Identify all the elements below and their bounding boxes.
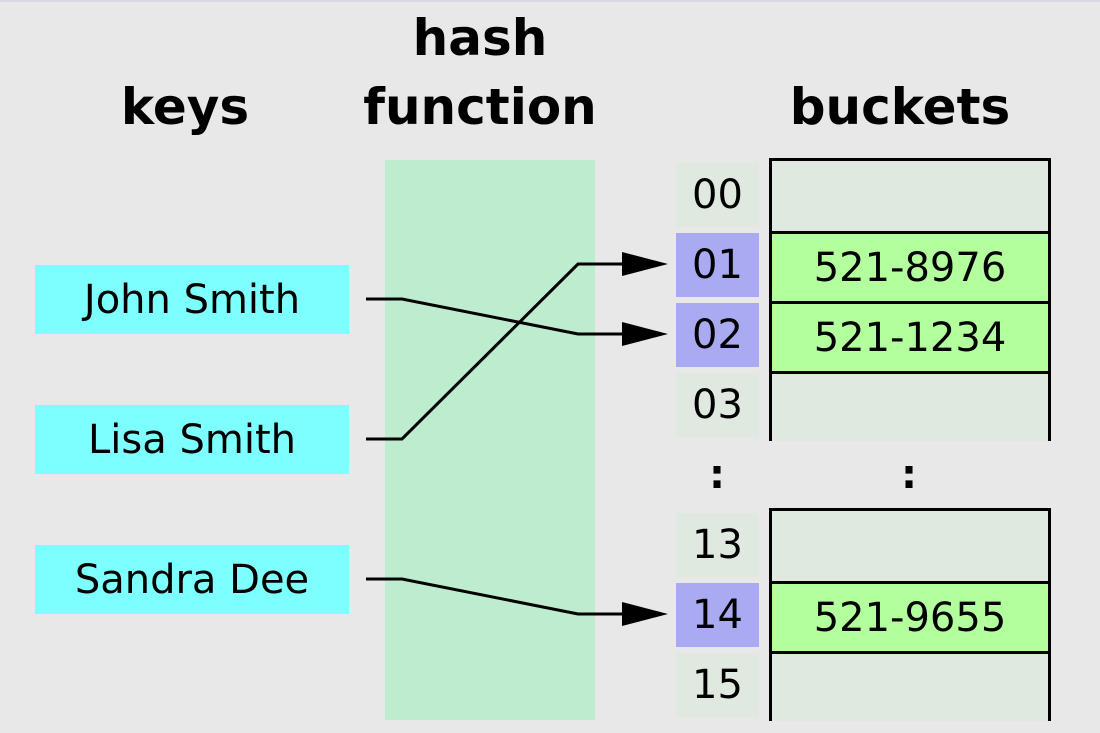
bucket-03: [772, 371, 1048, 441]
bucket-14: 521-9655: [772, 581, 1048, 651]
bucket-13: [772, 511, 1048, 581]
keys-heading: keys: [120, 78, 250, 136]
index-14: 14: [676, 583, 759, 647]
arrow-lisa-smith: [366, 262, 628, 441]
bucket-00: [772, 161, 1048, 231]
buckets-heading: buckets: [789, 78, 1011, 136]
key-sandra-dee: Sandra Dee: [35, 545, 349, 614]
arrowhead-sandra-dee: [622, 602, 668, 626]
bucket-01: 521-8976: [772, 231, 1048, 301]
arrowhead-john-smith: [622, 322, 668, 346]
bucket-15: [772, 651, 1048, 721]
hash-function-heading-line1: hash: [412, 9, 548, 67]
bucket-group-top: 521-8976 521-1234: [769, 158, 1051, 441]
index-13: 13: [676, 513, 759, 577]
bucket-group-bottom: 521-9655: [769, 508, 1051, 721]
index-ellipsis: :: [709, 452, 725, 498]
top-border: [0, 0, 1100, 2]
hash-function-band: [385, 160, 595, 720]
index-02: 02: [676, 303, 759, 367]
arrow-john-smith: [366, 297, 628, 336]
key-john-smith: John Smith: [35, 265, 349, 334]
hash-function-heading-line2: function: [363, 78, 597, 136]
index-01: 01: [676, 233, 759, 297]
index-15: 15: [676, 653, 759, 717]
bucket-ellipsis: :: [901, 452, 917, 498]
arrow-sandra-dee: [366, 577, 628, 616]
key-lisa-smith: Lisa Smith: [35, 405, 349, 474]
index-00: 00: [676, 163, 759, 227]
index-03: 03: [676, 373, 759, 437]
bucket-02: 521-1234: [772, 301, 1048, 371]
arrowhead-lisa-smith: [622, 252, 668, 276]
